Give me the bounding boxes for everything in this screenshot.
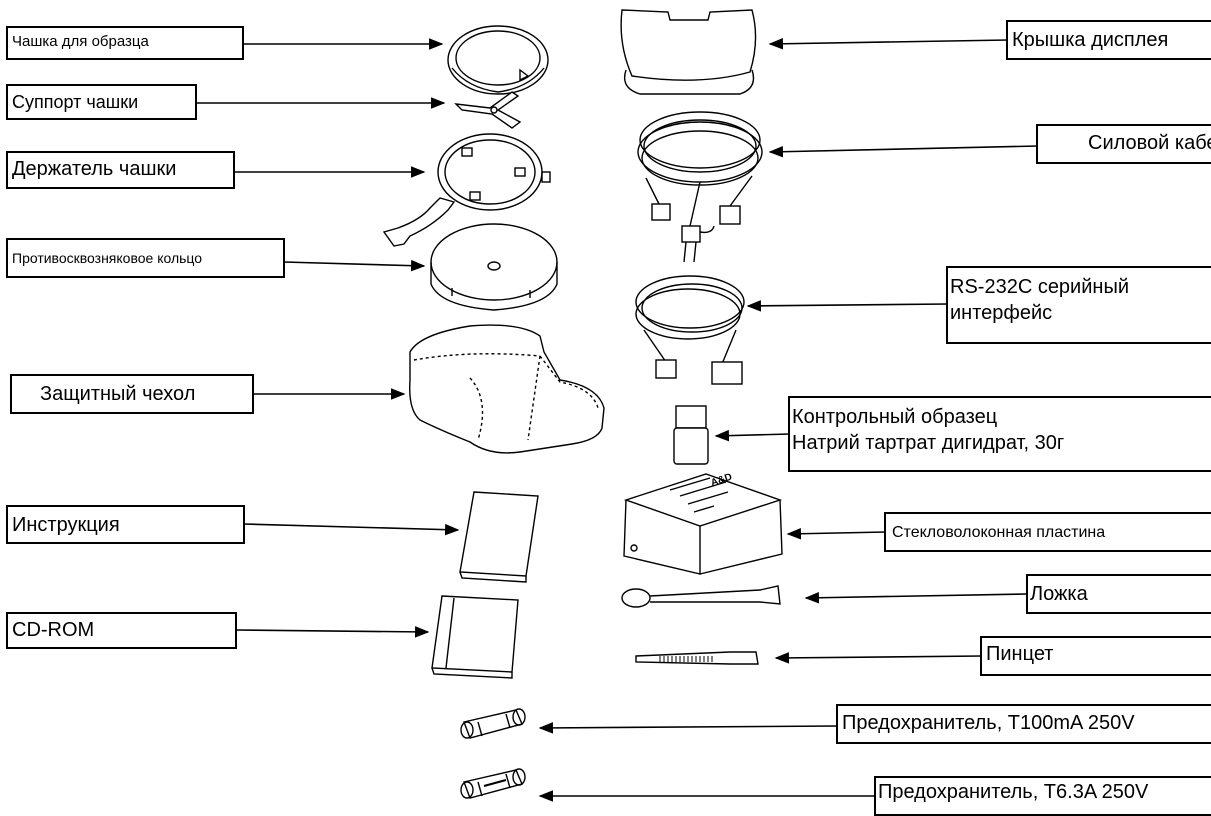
label-manual: Инструкция (6, 505, 245, 544)
label-display-cover: Крышка дисплея (1006, 20, 1211, 60)
tweezers-drawing (635, 651, 759, 665)
rs232-cable-drawing (635, 275, 745, 385)
label-power-cord-text: Силовой кабель (1088, 132, 1211, 154)
sample-pan-drawing (447, 25, 549, 95)
label-fuse-large-text: Предохранитель, T6.3A 250V (878, 781, 1149, 803)
label-pan-support: Суппорт чашки (6, 84, 197, 120)
dust-cover-drawing (409, 324, 605, 454)
arrow-fuse-small (538, 722, 839, 734)
label-spoon: Ложка (1026, 574, 1211, 614)
label-reference-sample: Контрольный образец Натрий тартрат дигид… (788, 396, 1211, 472)
label-rs232: RS-232C серийный интерфейс (946, 266, 1211, 344)
arrow-power-cord (768, 145, 1039, 158)
label-dust-cover-text: Защитный чехол (40, 383, 196, 405)
label-pan-support-text: Суппорт чашки (12, 92, 139, 112)
arrow-reference-sample (714, 429, 791, 442)
manual-drawing (459, 491, 539, 583)
label-pan-handle: Держатель чашки (6, 151, 235, 189)
label-spoon-text: Ложка (1030, 583, 1088, 605)
arrow-tweezers (774, 652, 983, 664)
arrow-display-cover (768, 38, 1009, 50)
fuse-small-drawing (460, 708, 526, 739)
fuse-large-drawing (460, 768, 526, 799)
label-tweezers: Пинцет (980, 636, 1211, 676)
breeze-ring-drawing (430, 223, 558, 311)
arrow-cd-rom (235, 626, 430, 638)
display-cover-drawing (620, 9, 757, 95)
cd-rom-drawing (431, 595, 519, 679)
label-power-cord: Силовой кабель (1036, 124, 1211, 164)
label-fuse-large: Предохранитель, T6.3A 250V (874, 776, 1211, 816)
label-cd-rom-text: CD-ROM (12, 619, 95, 641)
label-sample-pan-text: Чашка для образца (12, 33, 149, 50)
label-dust-cover: Защитный чехол (10, 374, 254, 414)
arrow-breeze-ring (283, 259, 426, 272)
reference-bottle-drawing (673, 405, 709, 465)
label-cd-rom: CD-ROM (6, 612, 237, 649)
power-cord-drawing (637, 111, 763, 263)
label-glass-fiber-text: Стекловолоконная пластина (892, 524, 1106, 541)
label-sample-pan: Чашка для образца (6, 26, 244, 60)
pan-support-drawing (454, 91, 522, 129)
label-tweezers-text: Пинцет (986, 643, 1054, 665)
label-reference-line2: Натрий тартрат дигидрат, 30г (792, 432, 1065, 454)
label-fuse-small: Предохранитель, T100mA 250V (836, 704, 1211, 744)
label-pan-handle-text: Держатель чашки (12, 158, 177, 180)
arrow-rs232 (746, 300, 949, 312)
label-reference-line1: Контрольный образец (792, 406, 998, 428)
label-fuse-small-text: Предохранитель, T100mA 250V (842, 712, 1135, 734)
arrow-glass-fiber (786, 527, 887, 540)
label-breeze-ring: Противосквозняковое кольцо (6, 238, 285, 278)
label-breeze-ring-text: Противосквозняковое кольцо (12, 250, 203, 266)
arrow-spoon (804, 592, 1029, 604)
label-display-cover-text: Крышка дисплея (1012, 29, 1169, 51)
pan-handle-drawing (382, 133, 551, 247)
spoon-drawing (621, 585, 781, 608)
arrow-manual (243, 523, 460, 536)
label-rs232-line1: RS-232C серийный (950, 276, 1129, 298)
label-glass-fiber: Стекловолоконная пластина (884, 512, 1211, 552)
label-manual-text: Инструкция (12, 514, 120, 536)
label-rs232-line2: интерфейс (950, 302, 1053, 324)
glass-fiber-box-drawing (623, 473, 783, 575)
